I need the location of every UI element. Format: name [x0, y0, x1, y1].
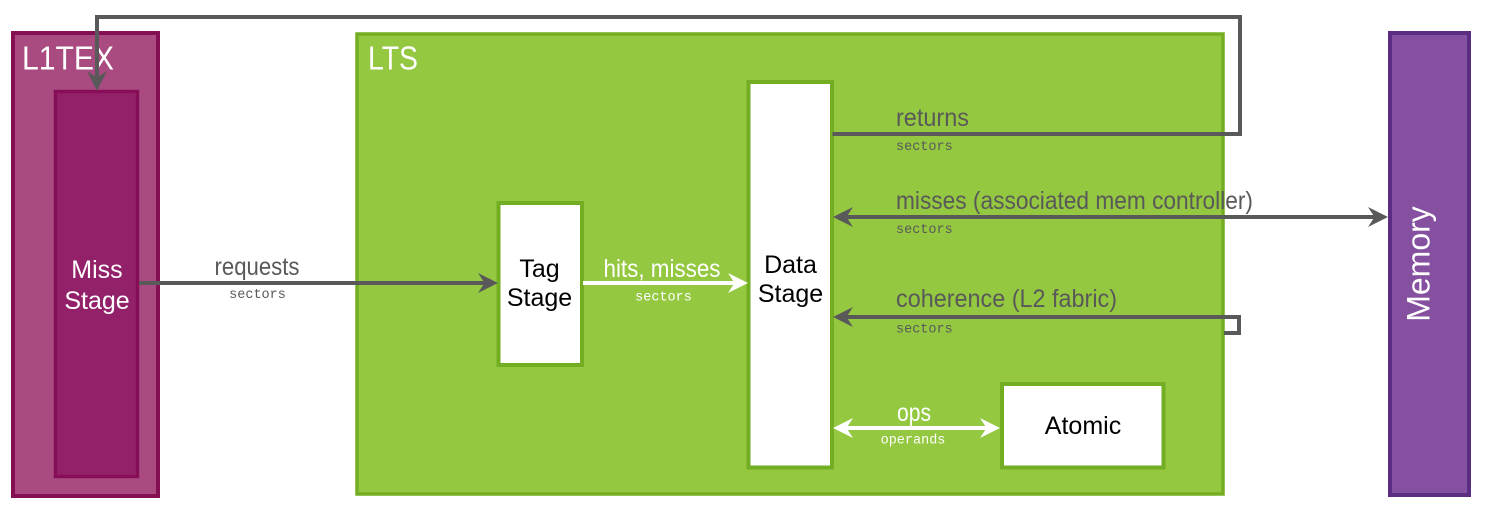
svg-text:Data: Data — [764, 251, 817, 279]
svg-text:Stage: Stage — [64, 287, 129, 315]
svg-text:coherence (L2 fabric): coherence (L2 fabric) — [896, 285, 1117, 313]
svg-text:sectors: sectors — [229, 288, 286, 303]
svg-text:sectors: sectors — [635, 291, 692, 306]
svg-text:L1TEX: L1TEX — [22, 40, 114, 77]
svg-text:operands: operands — [881, 434, 946, 449]
svg-text:LTS: LTS — [368, 40, 418, 77]
svg-text:requests: requests — [215, 253, 300, 281]
svg-text:Memory: Memory — [1401, 206, 1437, 322]
svg-text:sectors: sectors — [896, 323, 953, 338]
svg-text:Miss: Miss — [71, 256, 122, 284]
svg-text:ops: ops — [897, 399, 931, 427]
svg-text:hits, misses: hits, misses — [604, 255, 721, 283]
svg-text:Stage: Stage — [758, 280, 823, 308]
svg-text:misses (associated mem control: misses (associated mem controller) — [896, 187, 1253, 215]
svg-text:Tag: Tag — [519, 255, 559, 283]
svg-text:sectors: sectors — [896, 140, 953, 155]
svg-text:sectors: sectors — [896, 223, 953, 238]
svg-text:Stage: Stage — [507, 284, 572, 312]
svg-text:returns: returns — [896, 104, 969, 132]
svg-text:Atomic: Atomic — [1045, 412, 1121, 440]
